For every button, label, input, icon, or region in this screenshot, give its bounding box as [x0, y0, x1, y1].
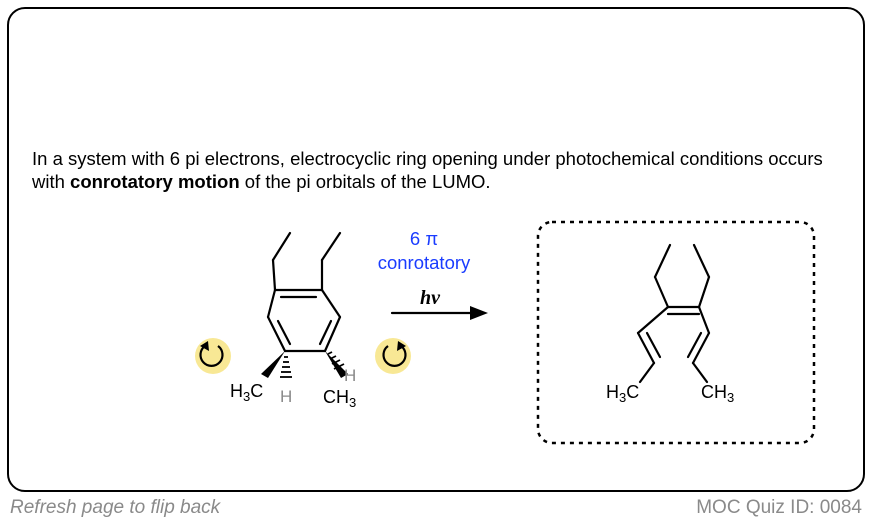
reactant-bond — [266, 288, 277, 319]
hashed-bond-right-h — [327, 351, 345, 370]
reaction-label-pi-count: 6 π — [409, 228, 439, 249]
product-left-methyl-label: H3C — [606, 382, 639, 405]
rotation-indicator-right — [375, 338, 411, 374]
reactant-ethyl-bond — [271, 231, 292, 262]
reactant-double-bond — [318, 319, 333, 346]
reaction-arrow-head — [470, 306, 488, 320]
reactant-h-left-label: H — [280, 387, 292, 406]
product-ethyl-bond — [653, 275, 670, 309]
product-vinyl-double-bond — [686, 331, 703, 359]
reactant-bond — [266, 315, 287, 353]
reactant-left-methyl-label: H3C — [230, 381, 263, 404]
product-vinyl-bond — [697, 305, 711, 335]
product-vinyl-methyl-bond — [691, 361, 709, 384]
product-right-methyl-label: CH3 — [701, 382, 734, 405]
reactant-bond — [320, 288, 342, 319]
rotation-indicator-left — [195, 338, 231, 374]
product-vinyl-bond — [636, 305, 670, 335]
reactant-double-bond — [276, 319, 292, 346]
statement-text: In a system with 6 pi electrons, electro… — [32, 148, 823, 192]
product-ethyl-bond — [697, 275, 711, 309]
hashed-bond-left-h — [280, 356, 292, 378]
reactant-ethyl-bond — [320, 231, 342, 262]
product-ethyl-bond — [692, 243, 711, 279]
product-vinyl-double-bond — [645, 331, 662, 359]
product-vinyl-double-bond — [636, 331, 656, 365]
reaction-condition: hν — [420, 287, 441, 309]
product-vinyl-double-bond — [691, 331, 711, 365]
quiz-card — [7, 7, 865, 492]
product-box — [536, 220, 816, 445]
reactant-bond — [323, 315, 342, 353]
reaction-label-mode: conrotatory — [377, 252, 471, 273]
product-ethyl-bond — [653, 243, 672, 279]
wedge-bond-left-methyl — [261, 351, 285, 378]
reactant-ethyl-bond — [271, 258, 277, 292]
reactant-right-methyl-label: CH3 — [323, 387, 356, 410]
product-vinyl-methyl-bond — [638, 361, 656, 384]
reactant-h-right-label: H — [344, 366, 356, 385]
quiz-id: MOC Quiz ID: 0084 — [696, 497, 862, 518]
refresh-hint: Refresh page to flip back — [10, 497, 221, 518]
statement-emphasis: conrotatory motion — [70, 171, 240, 192]
